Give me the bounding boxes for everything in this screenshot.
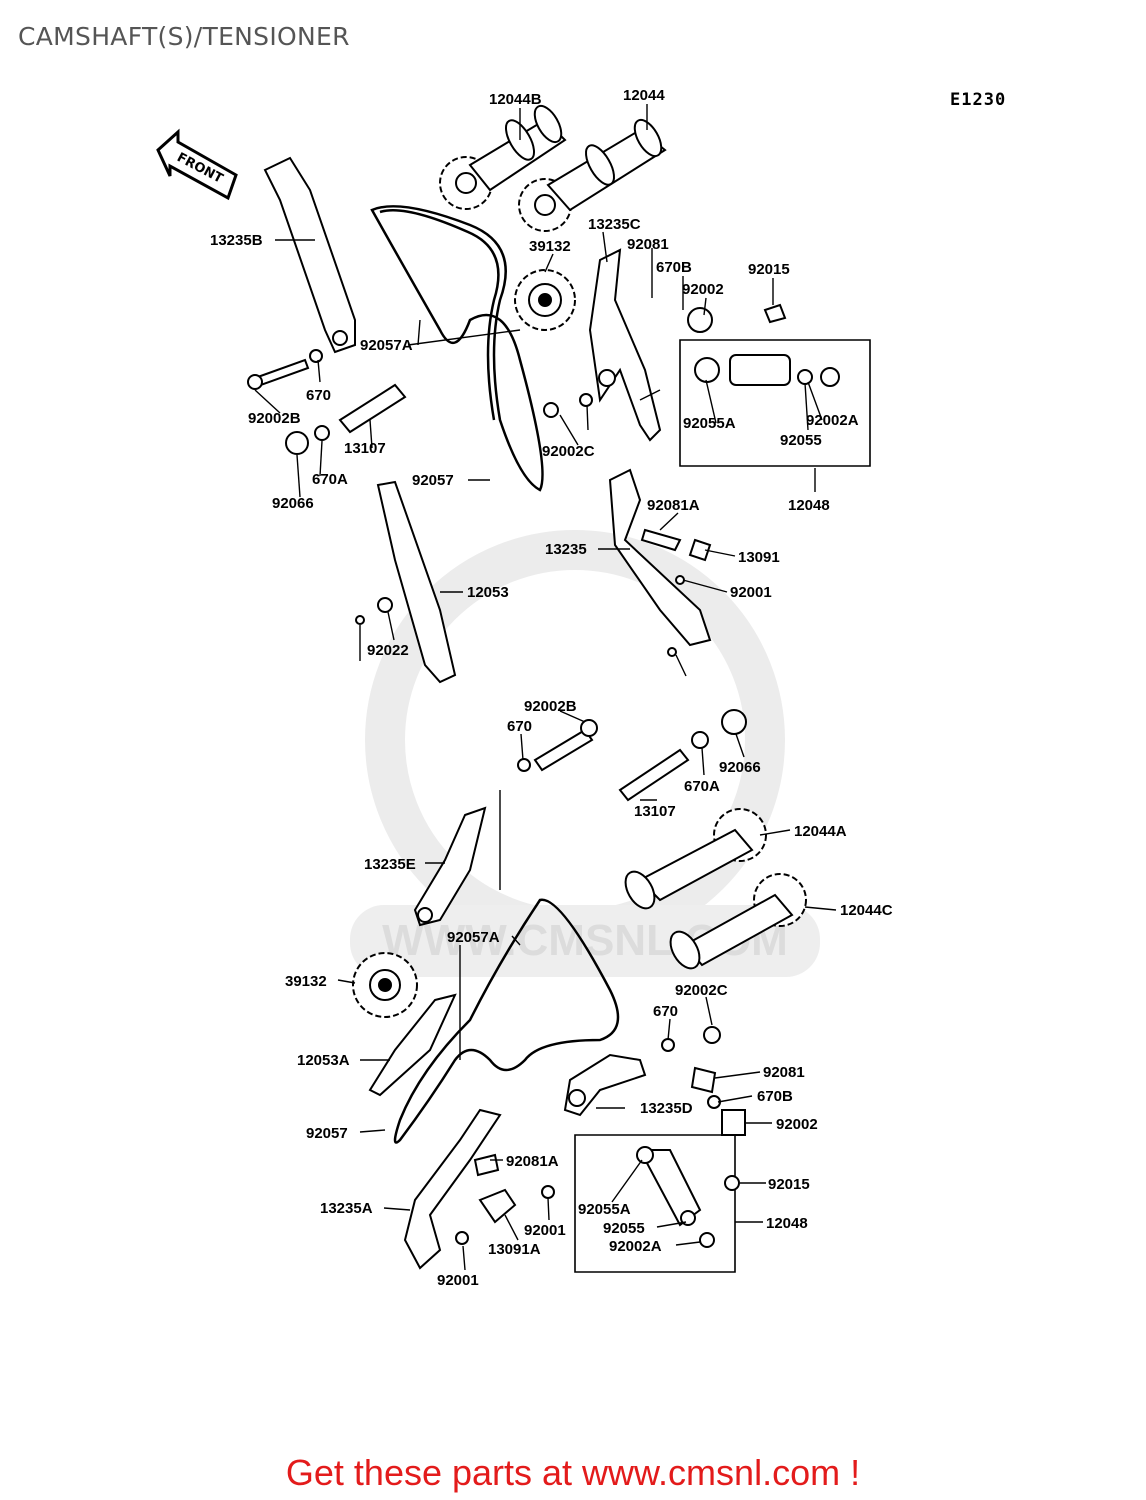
chain-guide-13235b	[263, 156, 356, 354]
part-label: 12048	[766, 1215, 808, 1232]
part-label: 92081	[627, 236, 669, 253]
idler-sprocket-39132-lower	[352, 952, 418, 1018]
part-label: 12053A	[297, 1052, 350, 1069]
idler-sprocket-39132-upper	[514, 269, 576, 331]
part-label: 92002	[682, 281, 724, 298]
part-label: 92001	[730, 584, 772, 601]
chain-guide-13235e	[413, 806, 487, 927]
cam-chain-lower	[393, 898, 620, 1144]
part-label: 12044B	[489, 91, 542, 108]
part-label: 92081	[763, 1064, 805, 1081]
part-label: 92002C	[542, 443, 595, 460]
part-label: 92015	[768, 1176, 810, 1193]
lower-fasteners	[517, 709, 747, 802]
part-label: 92057A	[360, 337, 413, 354]
part-label: 92002C	[675, 982, 728, 999]
tensioner-body-12048	[687, 303, 840, 387]
tensioner-assembly-box-12048-lower	[574, 1134, 736, 1273]
tensioner-arm-13235d	[563, 1053, 647, 1117]
part-label: 92057	[306, 1125, 348, 1142]
part-label: 670A	[684, 778, 720, 795]
page-title: CAMSHAFT(S)/TENSIONER	[18, 22, 350, 51]
part-label: 92002B	[524, 698, 577, 715]
part-label: 39132	[285, 973, 327, 990]
part-label: 92055A	[578, 1201, 631, 1218]
part-label: 92015	[748, 261, 790, 278]
chain-guide-12053	[355, 480, 457, 684]
camshaft-12044	[518, 118, 667, 232]
part-label: 92055	[780, 432, 822, 449]
part-label: 13091A	[488, 1241, 541, 1258]
upper-fasteners	[247, 349, 593, 455]
part-label: 92002	[776, 1116, 818, 1133]
part-label: 12044A	[794, 823, 847, 840]
front-arrow-icon: FRONT	[156, 128, 238, 201]
part-label: 92022	[367, 642, 409, 659]
part-label: 13235	[545, 541, 587, 558]
leader-lines	[254, 104, 837, 1271]
part-label: 92002B	[248, 410, 301, 427]
part-label: 13107	[634, 803, 676, 820]
part-label: 92066	[719, 759, 761, 776]
tensioner-guide-13235	[608, 468, 712, 657]
tensioner-assembly-box-12048	[679, 339, 871, 467]
part-labels: 12044B 12044 13235C 92081 670B 92015 391…	[210, 87, 893, 1289]
part-label: 12044C	[840, 902, 893, 919]
part-label: 13235E	[364, 856, 416, 873]
part-label: 13235C	[588, 216, 641, 233]
part-label: 13235B	[210, 232, 263, 249]
part-label: 92057A	[447, 929, 500, 946]
tensioner-body-12048-lower	[636, 1026, 746, 1248]
part-label: 12044	[623, 87, 665, 104]
chain-guide-12053a	[368, 993, 457, 1097]
part-label: 12053	[467, 584, 509, 601]
part-label: 92002A	[609, 1238, 662, 1255]
part-label: 670B	[656, 259, 692, 276]
part-label: 92081A	[647, 497, 700, 514]
camshaft-12044c	[669, 873, 807, 970]
tensioner-arm-13235c	[588, 248, 662, 442]
part-label: 13091	[738, 549, 780, 566]
part-label: 92081A	[506, 1153, 559, 1170]
part-label: 92066	[272, 495, 314, 512]
tensioner-guide-13235a	[403, 1108, 555, 1270]
part-label: 13107	[344, 440, 386, 457]
footer-promo-link[interactable]: Get these parts at www.cmsnl.com !	[285, 1452, 861, 1493]
diagram-reference-code: E1230	[950, 90, 1007, 110]
part-label: 92001	[524, 1222, 566, 1239]
part-label: 92001	[437, 1272, 479, 1289]
part-label: 13235A	[320, 1200, 373, 1217]
part-label: 13235D	[640, 1100, 693, 1117]
part-label: 670	[507, 718, 532, 735]
part-label: 92057	[412, 472, 454, 489]
part-label: 670B	[757, 1088, 793, 1105]
part-label: 670	[306, 387, 331, 404]
part-label: 670A	[312, 471, 348, 488]
part-label: 92055	[603, 1220, 645, 1237]
part-label: 39132	[529, 238, 571, 255]
part-label: 670	[653, 1003, 678, 1020]
camshaft-12044a	[624, 808, 767, 910]
part-label: 92055A	[683, 415, 736, 432]
part-label: 92002A	[806, 412, 859, 429]
cam-chain-upper	[370, 205, 544, 492]
part-label: 12048	[788, 497, 830, 514]
